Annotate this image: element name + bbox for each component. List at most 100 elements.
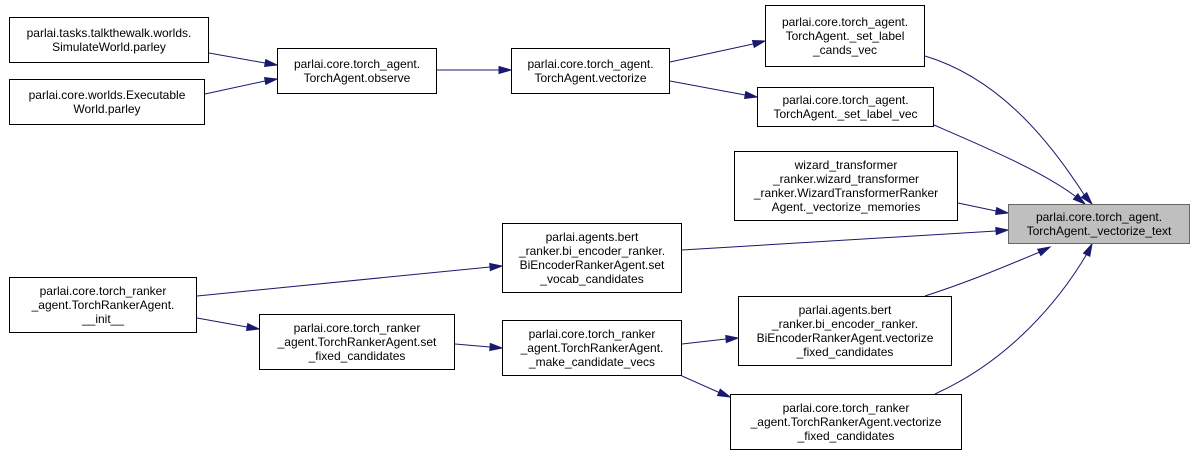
- node-torchrankeragent-init[interactable]: parlai.core.torch_ranker _agent.TorchRan…: [9, 277, 197, 333]
- node-label-line: TorchAgent._set_label: [785, 29, 905, 43]
- arrowhead-icon: [1036, 246, 1052, 257]
- node-label-line: _vocab_candidates: [540, 272, 644, 286]
- arrowhead-icon: [498, 65, 513, 75]
- node-label-line: parlai.core.torch_ranker: [782, 401, 910, 415]
- node-label-line: _ranker.bi_encoder_ranker.: [518, 244, 666, 258]
- arrowhead-icon: [245, 322, 261, 332]
- node-label-line: TorchAgent._set_label_vec: [773, 107, 918, 121]
- node-label-line: parlai.agents.bert: [798, 303, 892, 317]
- edge-line: [681, 230, 997, 251]
- edge-line: [681, 375, 719, 393]
- node-label-line: _ranker.wizard_transformer: [772, 172, 920, 186]
- edge-wizard-to-target: [957, 202, 1010, 216]
- node-label-line: Agent._vectorize_memories: [771, 200, 921, 214]
- node-label-line: _fixed_candidates: [797, 429, 895, 443]
- node-torchagent-vectorize-text[interactable]: parlai.core.torch_agent. TorchAgent._vec…: [1008, 204, 1190, 244]
- node-label-line: BiEncoderRankerAgent.vectorize: [756, 331, 934, 345]
- edge-setfixed-to-makecand: [454, 342, 504, 352]
- node-torchrankeragent-make-candidate-vecs[interactable]: parlai.core.torch_ranker _agent.TorchRan…: [502, 320, 682, 376]
- edge-biset-to-target: [681, 226, 1010, 251]
- node-label-line: parlai.core.torch_agent.: [293, 57, 421, 71]
- arrowhead-icon: [1072, 192, 1087, 206]
- node-label-line: _agent.TorchRankerAgent.: [31, 298, 175, 312]
- node-label-line: parlai.tasks.talkthewalk.worlds.: [26, 26, 192, 40]
- edge-vectorize-to-setlabel: [669, 80, 759, 100]
- node-wizardtransformerranker-vectorize-memories[interactable]: wizard_transformer _ranker.wizard_transf…: [734, 151, 958, 221]
- arrowhead-icon: [263, 76, 279, 86]
- edge-makecand-to-bivecfixed: [681, 334, 740, 345]
- edge-line: [924, 251, 1041, 297]
- node-label-line: _ranker.bi_encoder_ranker.: [771, 317, 919, 331]
- node-torchrankeragent-vectorize-fixed-candidates[interactable]: parlai.core.torch_ranker _agent.TorchRan…: [730, 394, 962, 450]
- node-biencoderrankeragent-set-vocab-candidates[interactable]: parlai.agents.bert _ranker.bi_encoder_ra…: [502, 223, 682, 293]
- edge-line: [669, 80, 746, 96]
- edge-line: [681, 338, 727, 345]
- node-torchagent-set-label-cands-vec[interactable]: parlai.core.torch_agent. TorchAgent._set…: [765, 5, 925, 67]
- node-label-line: _fixed_candidates: [308, 349, 406, 363]
- node-label-line: _fixed_candidates: [796, 345, 894, 359]
- node-label-line: parlai.core.torch_agent.: [527, 57, 654, 71]
- node-label-line: parlai.core.worlds.Executable: [28, 88, 186, 102]
- node-label-line: _agent.TorchRankerAgent.vectorize: [750, 415, 942, 429]
- node-torchagent-observe[interactable]: parlai.core.torch_agent. TorchAgent.obse…: [277, 48, 437, 94]
- arrowhead-icon: [263, 58, 279, 68]
- node-label-line: BiEncoderRankerAgent.set: [519, 258, 665, 272]
- node-label-line: TorchAgent.observe: [303, 71, 411, 85]
- arrowhead-icon: [743, 90, 759, 100]
- arrowhead-icon: [994, 206, 1010, 216]
- node-label-line: parlai.core.torch_agent.: [782, 93, 909, 107]
- node-label-line: _agent.TorchRankerAgent.: [520, 341, 664, 355]
- node-label-line: TorchAgent.vectorize: [534, 71, 647, 85]
- edge-line: [669, 43, 754, 63]
- node-label-line: parlai.agents.bert: [545, 230, 639, 244]
- edge-line: [204, 80, 266, 95]
- node-label-line: parlai.core.torch_ranker: [293, 321, 421, 335]
- edge-observe-to-vectorize: [437, 65, 513, 75]
- edge-line: [454, 343, 491, 348]
- node-label-line: TorchAgent._vectorize_text: [1026, 224, 1172, 238]
- arrowhead-icon: [489, 342, 504, 352]
- node-label-line: _agent.TorchRankerAgent.set: [277, 335, 437, 349]
- node-biencoderrankeragent-vectorize-fixed-candidates[interactable]: parlai.agents.bert _ranker.bi_encoder_ra…: [738, 296, 952, 366]
- edge-makecand-to-rankvecfixed: [681, 375, 732, 398]
- node-torchagent-vectorize[interactable]: parlai.core.torch_agent. TorchAgent.vect…: [511, 48, 670, 94]
- node-label-line: SimulateWorld.parley: [52, 40, 166, 54]
- node-label-line: parlai.core.torch_ranker: [39, 284, 167, 298]
- node-label-line: parlai.core.torch_agent.: [1035, 210, 1163, 224]
- node-label-line: _cands_vec: [812, 43, 878, 57]
- arrowhead-icon: [1080, 191, 1094, 206]
- edge-rankinit-to-setfixed: [196, 317, 261, 332]
- node-simulateworld-parley[interactable]: parlai.tasks.talkthewalk.worlds. Simulat…: [9, 17, 209, 63]
- arrowhead-icon: [995, 226, 1010, 236]
- node-label-line: __init__: [81, 312, 125, 326]
- edge-line: [957, 202, 997, 212]
- edge-bivecfixed-to-target: [924, 246, 1052, 297]
- edge-line: [208, 52, 266, 64]
- edge-line: [196, 266, 491, 297]
- node-label-line: parlai.core.torch_agent.: [781, 15, 909, 29]
- arrowhead-icon: [716, 388, 732, 398]
- node-torchagent-set-label-vec[interactable]: parlai.core.torch_agent. TorchAgent._set…: [757, 87, 934, 127]
- arrowhead-icon: [725, 334, 740, 344]
- arrowhead-icon: [489, 262, 504, 272]
- edge-rankinit-to-biset: [196, 262, 504, 297]
- edge-line: [196, 317, 248, 328]
- edge-rankvecfixed-to-target: [934, 242, 1093, 395]
- node-executableworld-parley[interactable]: parlai.core.worlds.Executable World.parl…: [9, 79, 205, 125]
- node-label-line: parlai.core.torch_ranker: [528, 327, 656, 341]
- edge-line: [933, 124, 1076, 197]
- node-label-line: _ranker.WizardTransformerRanker: [753, 186, 939, 200]
- edge-execworld-to-observe: [204, 76, 279, 95]
- edge-vectorize-to-setcands: [669, 39, 767, 63]
- edge-simworld-to-observe: [208, 52, 279, 68]
- node-label-line: World.parley: [73, 102, 141, 116]
- edge-line: [934, 251, 1089, 395]
- node-label-line: _make_candidate_vecs: [528, 355, 656, 369]
- edge-setlabel-to-target: [933, 124, 1087, 206]
- node-torchrankeragent-set-fixed-candidates[interactable]: parlai.core.torch_ranker _agent.TorchRan…: [259, 314, 455, 370]
- arrowhead-icon: [1082, 242, 1093, 258]
- arrowhead-icon: [751, 39, 767, 49]
- edge-setcands-to-target: [924, 55, 1094, 206]
